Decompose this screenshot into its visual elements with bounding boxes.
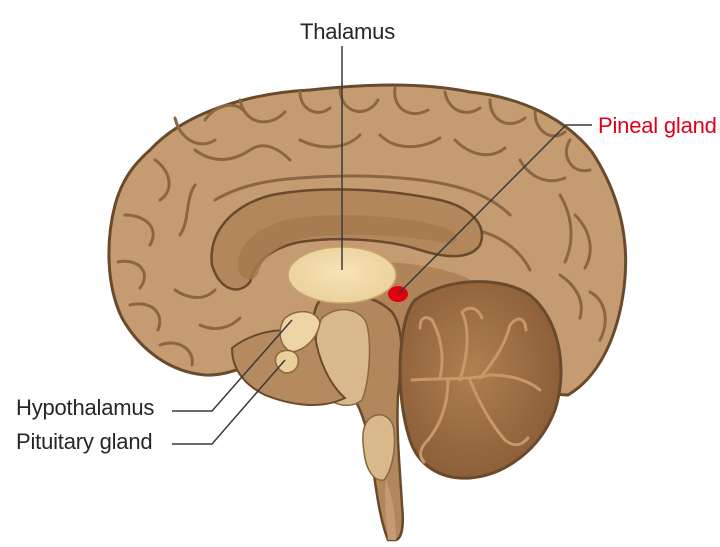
hypothalamus-leader <box>172 319 293 412</box>
lateral-ventricle <box>237 214 457 280</box>
cerebellum <box>398 280 563 480</box>
pineal-leader <box>397 124 592 295</box>
pituitary-region <box>274 349 299 374</box>
pituitary-leader <box>172 359 286 445</box>
spinal-cord <box>385 480 396 540</box>
pituitary-gland-label: Pituitary gland <box>16 429 153 454</box>
leader-lines <box>172 46 592 445</box>
arbor-vitae <box>410 306 542 464</box>
medulla <box>362 414 396 481</box>
thalamus-label: Thalamus <box>300 19 395 44</box>
hypothalamus-label: Hypothalamus <box>16 395 155 420</box>
pineal-gland-label: Pineal gland <box>598 113 717 138</box>
brain-gyri <box>116 86 607 367</box>
